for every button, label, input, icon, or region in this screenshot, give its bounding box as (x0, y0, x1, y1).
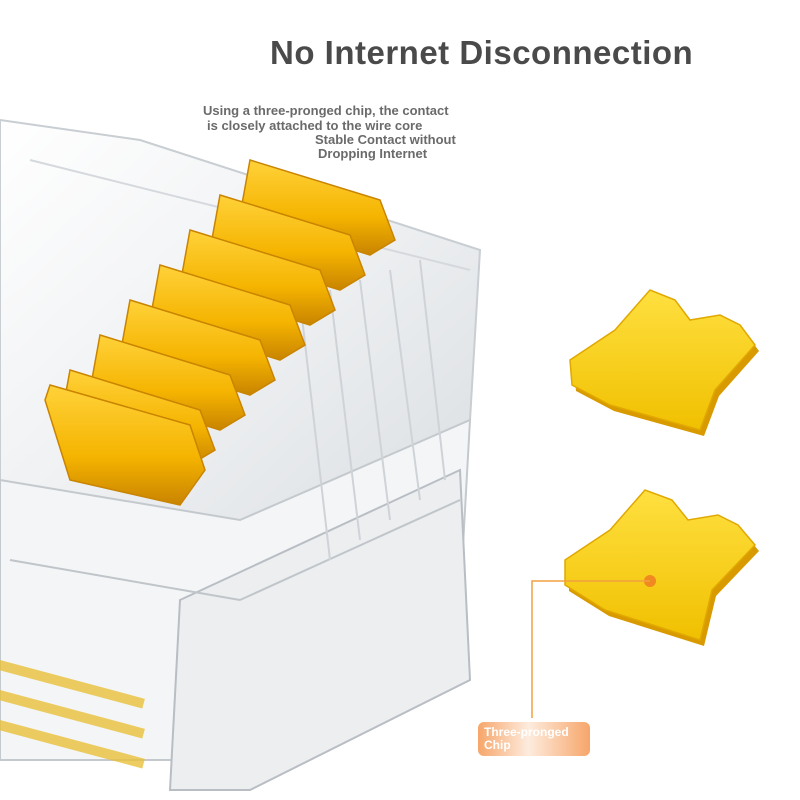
headline: No Internet Disconnection (270, 34, 694, 71)
callout-line-1: Three-pronged (484, 725, 569, 739)
description-line-4: Dropping Internet (318, 146, 428, 161)
chip-callout-label: Three-pronged Chip (478, 722, 590, 756)
callout-leader (531, 580, 650, 718)
callout-text: Three-pronged Chip (484, 726, 569, 752)
gold-contacts (44, 159, 396, 506)
callout-line-2: Chip (484, 738, 511, 752)
three-pronged-chip-bottom (564, 489, 759, 646)
description-line-1: Using a three-pronged chip, the contact (203, 103, 449, 118)
description-line-3: Stable Contact without (315, 132, 456, 147)
contact-blade (44, 384, 206, 506)
three-pronged-chip-top (569, 289, 759, 436)
description-line-2: is closely attached to the wire core (207, 118, 423, 133)
callout-background (478, 722, 590, 756)
